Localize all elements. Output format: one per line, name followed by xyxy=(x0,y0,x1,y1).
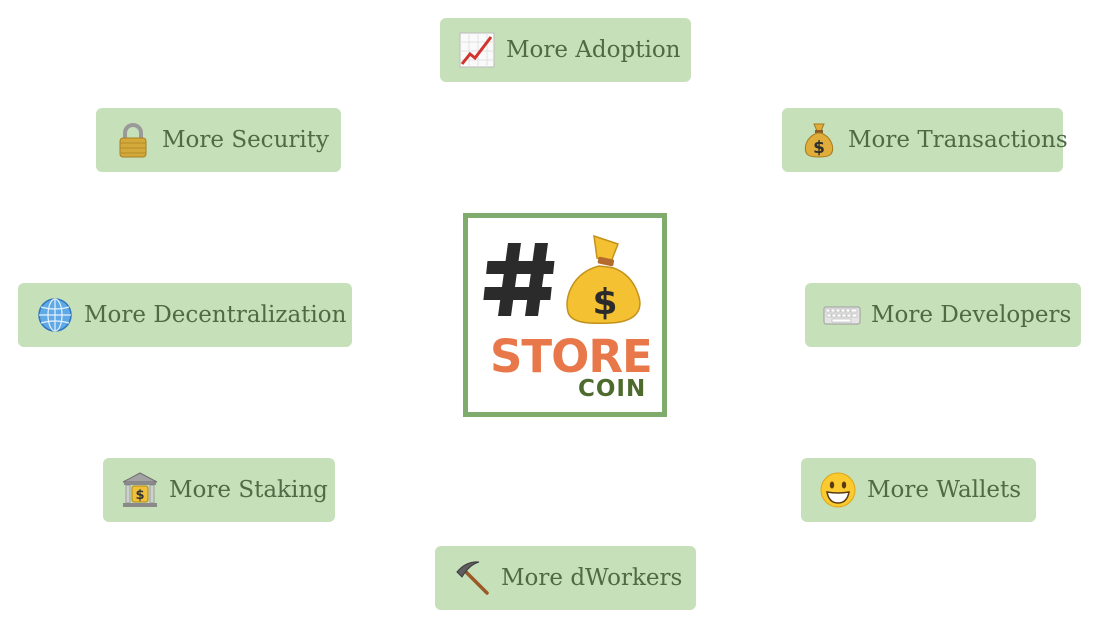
benefit-label: More Adoption xyxy=(506,37,681,63)
svg-text:$: $ xyxy=(813,138,825,158)
keyboard-icon xyxy=(823,296,861,334)
benefit-security: More Security xyxy=(96,108,341,172)
grinning-face-icon xyxy=(819,471,857,509)
money-bag-icon: $ xyxy=(566,234,641,325)
bank-icon: $ xyxy=(121,471,159,509)
pickaxe-icon xyxy=(453,559,491,597)
svg-text:$: $ xyxy=(135,488,144,503)
hash-symbol xyxy=(483,243,555,316)
benefit-decentralization: More Decentralization xyxy=(18,283,352,347)
benefit-transactions: $ More Transactions xyxy=(782,108,1068,172)
benefit-developers: More Developers xyxy=(805,283,1081,347)
benefit-adoption: More Adoption xyxy=(440,18,691,82)
benefit-label: More Wallets xyxy=(867,477,1022,503)
padlock-icon xyxy=(114,121,152,159)
globe-icon xyxy=(36,296,74,334)
benefit-label: More Security xyxy=(162,127,329,153)
chart-increasing-icon xyxy=(458,31,496,69)
benefit-label: More Developers xyxy=(871,302,1072,328)
logo-graphic: $ xyxy=(483,234,641,325)
brand-name: STORE xyxy=(490,330,653,383)
benefit-label: More Decentralization xyxy=(84,302,347,328)
brand-subtitle: COIN xyxy=(578,376,647,402)
benefit-label: More dWorkers xyxy=(501,565,683,591)
svg-text:$: $ xyxy=(592,282,617,323)
benefit-label: More Transactions xyxy=(848,127,1068,153)
benefit-wallets: More Wallets xyxy=(801,458,1036,522)
storecoin-logo: $ STORE COIN xyxy=(463,213,667,417)
benefit-staking: $ More Staking xyxy=(103,458,335,522)
benefit-dworkers: More dWorkers xyxy=(435,546,696,610)
benefit-label: More Staking xyxy=(169,477,328,503)
money-bag-icon: $ xyxy=(800,121,838,159)
